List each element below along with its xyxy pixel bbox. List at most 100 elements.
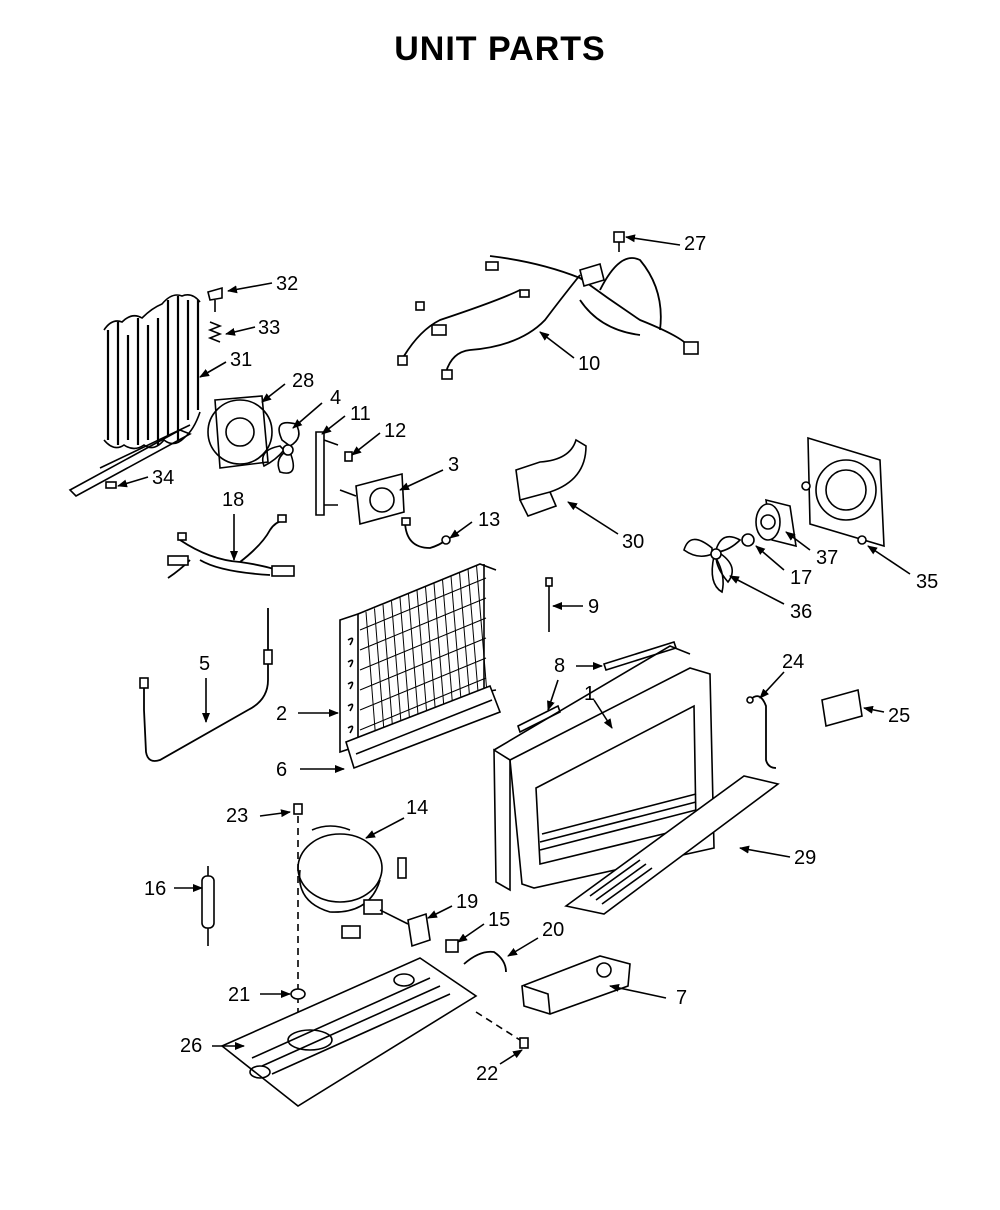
fan-motor-part-37 [755,498,797,548]
leader-10 [539,331,575,359]
evaporator-fin [408,593,419,722]
callout-4: 4 [330,387,341,409]
callout-12: 12 [384,420,406,442]
evaporator-tube [359,597,487,651]
clip-part-34 [105,481,117,489]
callout-25: 25 [888,705,910,727]
callout-14: 14 [406,797,428,819]
callout-35: 35 [916,571,938,593]
leader-24 [759,671,785,699]
evaporator-fin [416,590,428,717]
plate-part-25 [821,688,863,728]
overload-part-15 [445,939,459,953]
evaporator-fin [476,565,487,688]
leader-11 [321,415,346,435]
callout-9: 9 [588,596,599,618]
leader-13 [449,521,473,539]
evaporator-fin [399,597,411,726]
leader-17 [755,545,785,571]
leader-33 [225,326,256,336]
evaporator-fin [442,579,453,705]
callout-18: 18 [222,489,244,511]
leader-37 [785,531,811,551]
leader-32 [227,282,273,294]
base-plate-part-26 [220,957,478,1107]
leader-8b [547,679,559,711]
evaporator-fin [425,586,436,713]
callout-26: 26 [180,1035,202,1057]
callout-15: 15 [488,909,510,931]
condenser-fan-motor [339,472,405,526]
leader-29 [739,845,791,858]
fan-housing-part-35 [801,436,885,548]
callout-20: 20 [542,919,564,941]
leader-15 [457,923,485,943]
leader-23 [259,809,291,818]
fan-blade [261,421,300,474]
leader-20 [507,937,539,957]
callout-19: 19 [456,891,478,913]
relay-part-19 [379,909,431,948]
leader-30 [567,501,619,535]
leader-lines [117,234,911,1065]
leader-22 [499,1049,523,1065]
leader-3 [399,469,444,491]
callout-30: 30 [622,531,644,553]
leader-36 [729,575,785,605]
screw-part-22 [475,1011,529,1049]
leader-12 [351,432,381,456]
panel-part-29 [564,775,780,915]
fan-blade-part-36 [683,535,742,594]
leader-27 [625,234,681,246]
leader-7 [609,983,667,999]
callout-36: 36 [790,601,812,623]
leader-4 [292,402,323,429]
thermistor-part-9 [545,577,553,632]
wire-harness-part-10 [397,255,699,380]
callout-27: 27 [684,233,706,255]
callout-6: 6 [276,759,287,781]
duct-part-30 [515,438,587,517]
evaporator-fin [382,604,394,734]
evaporator-fin [450,575,462,701]
spring-part-33 [207,321,223,343]
drain-trough-part-6 [345,684,502,770]
callout-23: 23 [226,805,248,827]
leader-1 [593,699,613,729]
callout-11: 11 [350,403,371,425]
evaporator-tube [359,677,487,731]
filter-drier-part-16 [201,866,215,946]
callout-7: 7 [676,987,687,1009]
evaporator-fin [459,572,470,696]
callout-5: 5 [199,653,210,675]
leader-14 [365,817,405,839]
evaporator-tube [359,617,487,671]
callout-16: 16 [144,878,166,900]
callout-21: 21 [228,984,250,1006]
screw-part-27 [613,231,625,252]
callout-1: 1 [584,683,595,705]
callout-13: 13 [478,509,500,531]
evaporator-tube [359,637,487,691]
callout-33: 33 [258,317,280,339]
diagram-title: UNIT PARTS [394,30,606,68]
clip-part-32 [207,286,223,312]
leader-28 [261,383,286,403]
tube-part-24 [746,695,777,769]
callout-8: 8 [554,655,565,677]
clip-part-20 [463,950,507,973]
spacer-part-17 [741,533,755,547]
evaporator-fin [374,608,385,738]
evaporator-fin [467,568,479,692]
callout-labels: 32 33 31 28 4 11 12 3 34 18 13 27 10 30 … [144,233,938,1085]
fan-shroud [207,395,273,469]
condenser-coil [68,294,201,497]
callout-31: 31 [230,349,252,371]
compressor-part-14 [297,825,407,939]
evaporator-tube [359,577,487,631]
leader-25 [863,705,885,714]
screw-part-12 [344,451,353,462]
evaporator-fin [433,583,445,709]
leader-19 [427,905,453,919]
drain-pan-part-7 [521,955,631,1015]
